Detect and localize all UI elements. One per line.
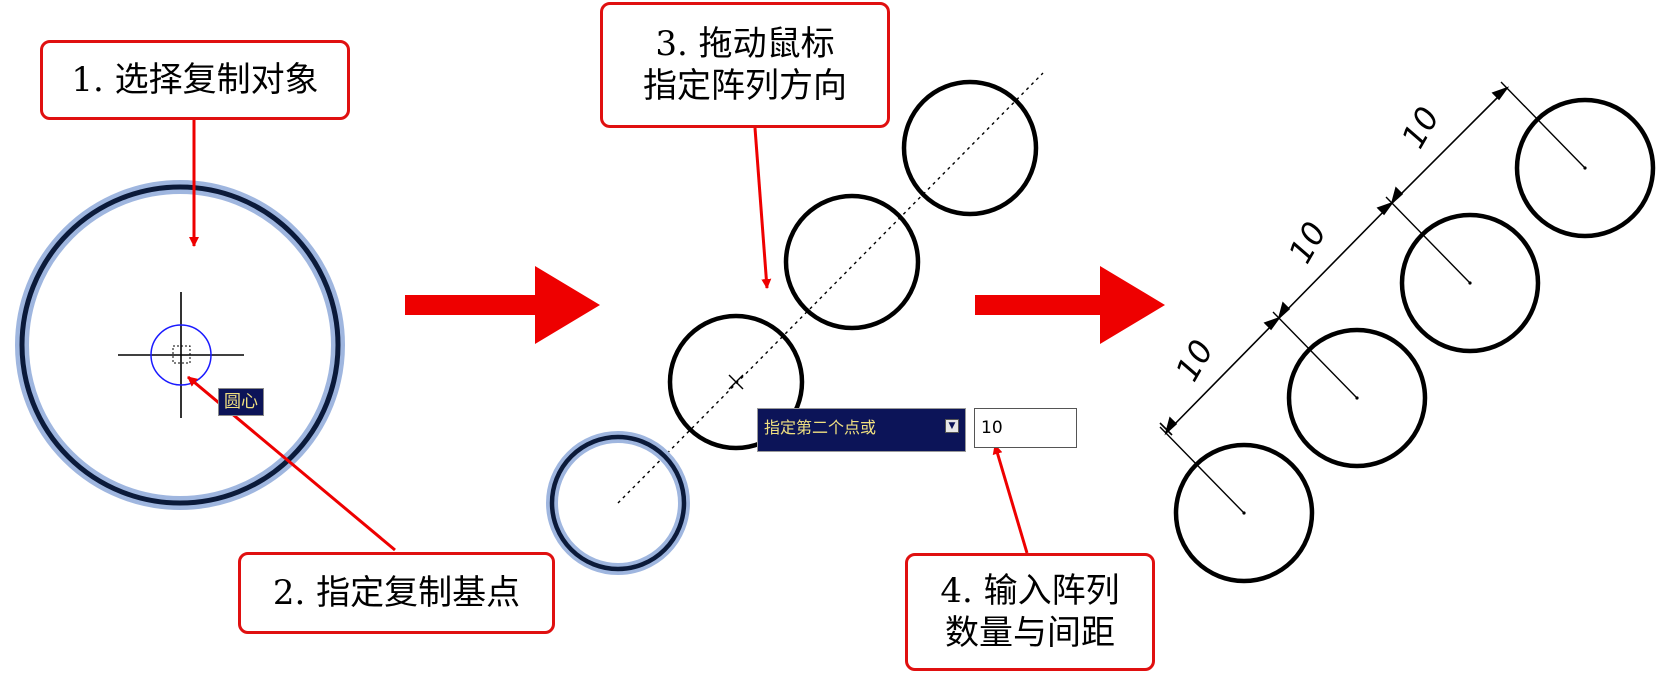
dimension-label: 10 [1281,215,1334,269]
crosshair-cursor-icon [118,292,244,418]
callout-step2-text: 2. 指定复制基点 [272,573,521,613]
panel-select-object [15,180,345,510]
array-circle [1514,97,1656,239]
osnap-center-tooltip: 圆心 [218,388,264,416]
dynamic-input-prompt: 指定第二个点或 ▼ [757,408,966,452]
callout-step4-line1: 4. 输入阵列 [940,571,1120,611]
distance-input[interactable]: 10 [974,408,1077,448]
pointer-step4 [992,444,1029,554]
preview-circle [901,79,1039,217]
dimension-label: 10 [1394,100,1447,154]
callout-step3-line1: 3. 拖动鼠标 [655,24,835,64]
direction-rubber-band [617,72,1044,504]
dimension-lines [1159,86,1510,436]
dimension-label: 10 [1168,333,1221,387]
preview-circle [667,313,805,451]
selected-circle[interactable] [19,184,341,506]
preview-circle [783,193,921,331]
x-marker-icon [728,374,744,390]
prompt-label: 指定第二个点或 [764,418,877,437]
callout-pointers [187,118,1029,554]
callout-specify-base-point: 2. 指定复制基点 [238,552,555,634]
distance-input-value: 10 [981,418,1003,438]
callout-step4-line2: 数量与间距 [945,613,1115,653]
dimension-extension-lines [1159,81,1586,514]
center-point [1242,166,1587,515]
callout-drag-direction: 3. 拖动鼠标 指定阵列方向 [600,2,890,128]
array-circle [1173,442,1315,584]
callout-step1-text: 1. 选择复制对象 [71,60,319,100]
flow-arrow-right-icon [975,266,1165,344]
callout-input-count-spacing: 4. 输入阵列 数量与间距 [905,553,1155,671]
pointer-step3 [753,127,772,289]
array-circle [1399,212,1541,354]
callout-step3-line2: 指定阵列方向 [643,66,847,106]
dropdown-icon[interactable]: ▼ [945,419,959,433]
panel-array-result: 10 10 10 [1159,81,1656,584]
source-circle [549,434,687,572]
flow-arrow-right-icon [405,266,600,344]
panel-drag-direction [546,72,1044,575]
array-circle [1286,327,1428,469]
osnap-tooltip-text: 圆心 [224,392,258,412]
callout-select-object: 1. 选择复制对象 [40,40,350,120]
